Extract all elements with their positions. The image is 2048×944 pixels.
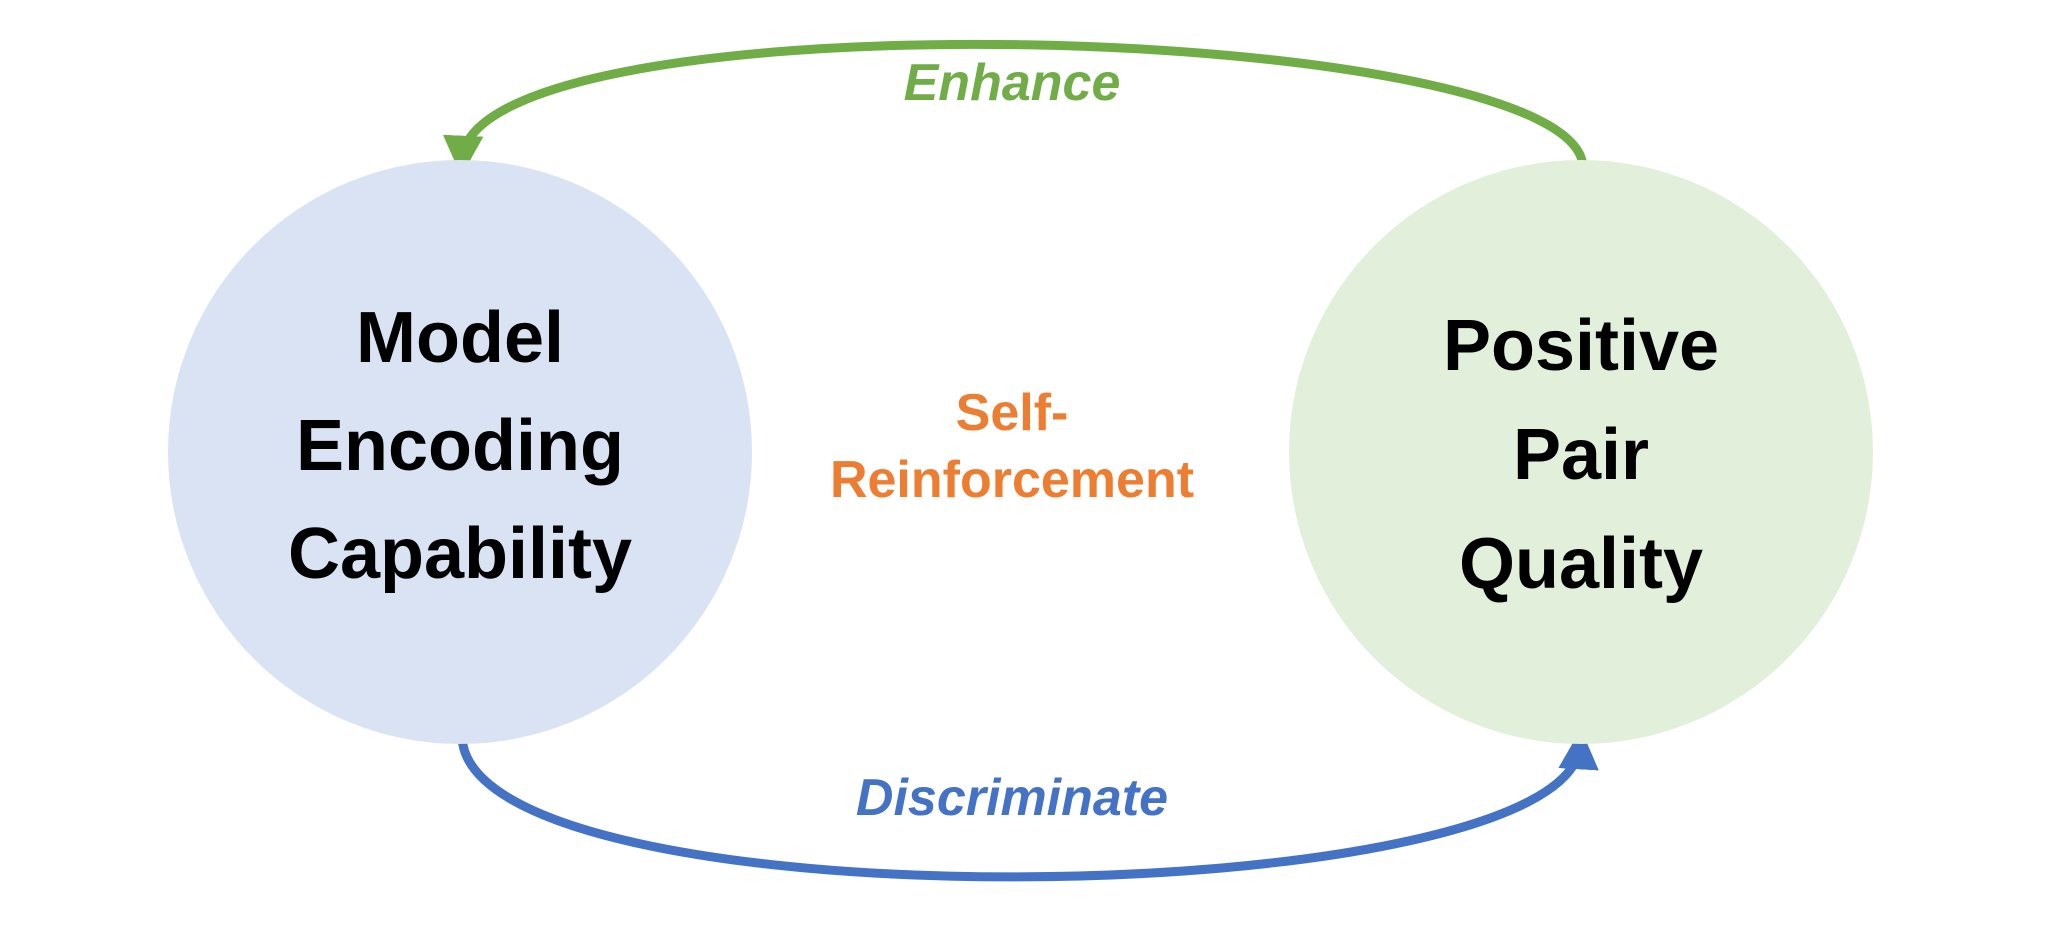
enhance-arrow [443, 39, 1588, 177]
enhance-label: Enhance [904, 54, 1121, 112]
node-left-line-3: Capability [288, 514, 632, 594]
node-left-line-1: Model [356, 298, 564, 378]
discriminate-arrow [457, 728, 1599, 882]
node-right-line-3: Quality [1459, 524, 1703, 604]
node-positive-pair-quality: Positive Pair Quality [1289, 160, 1873, 744]
center-line-1: Self- [956, 384, 1069, 442]
node-model-encoding-capability: Model Encoding Capability [168, 160, 752, 744]
node-right-circle [1289, 160, 1873, 744]
node-right-line-1: Positive [1443, 306, 1719, 386]
node-right-line-2: Pair [1513, 415, 1649, 495]
node-left-circle [168, 160, 752, 744]
discriminate-label: Discriminate [856, 769, 1168, 827]
self-reinforcement-label: Self- Reinforcement [830, 384, 1194, 509]
node-left-line-2: Encoding [296, 406, 624, 486]
center-line-2: Reinforcement [830, 451, 1194, 509]
